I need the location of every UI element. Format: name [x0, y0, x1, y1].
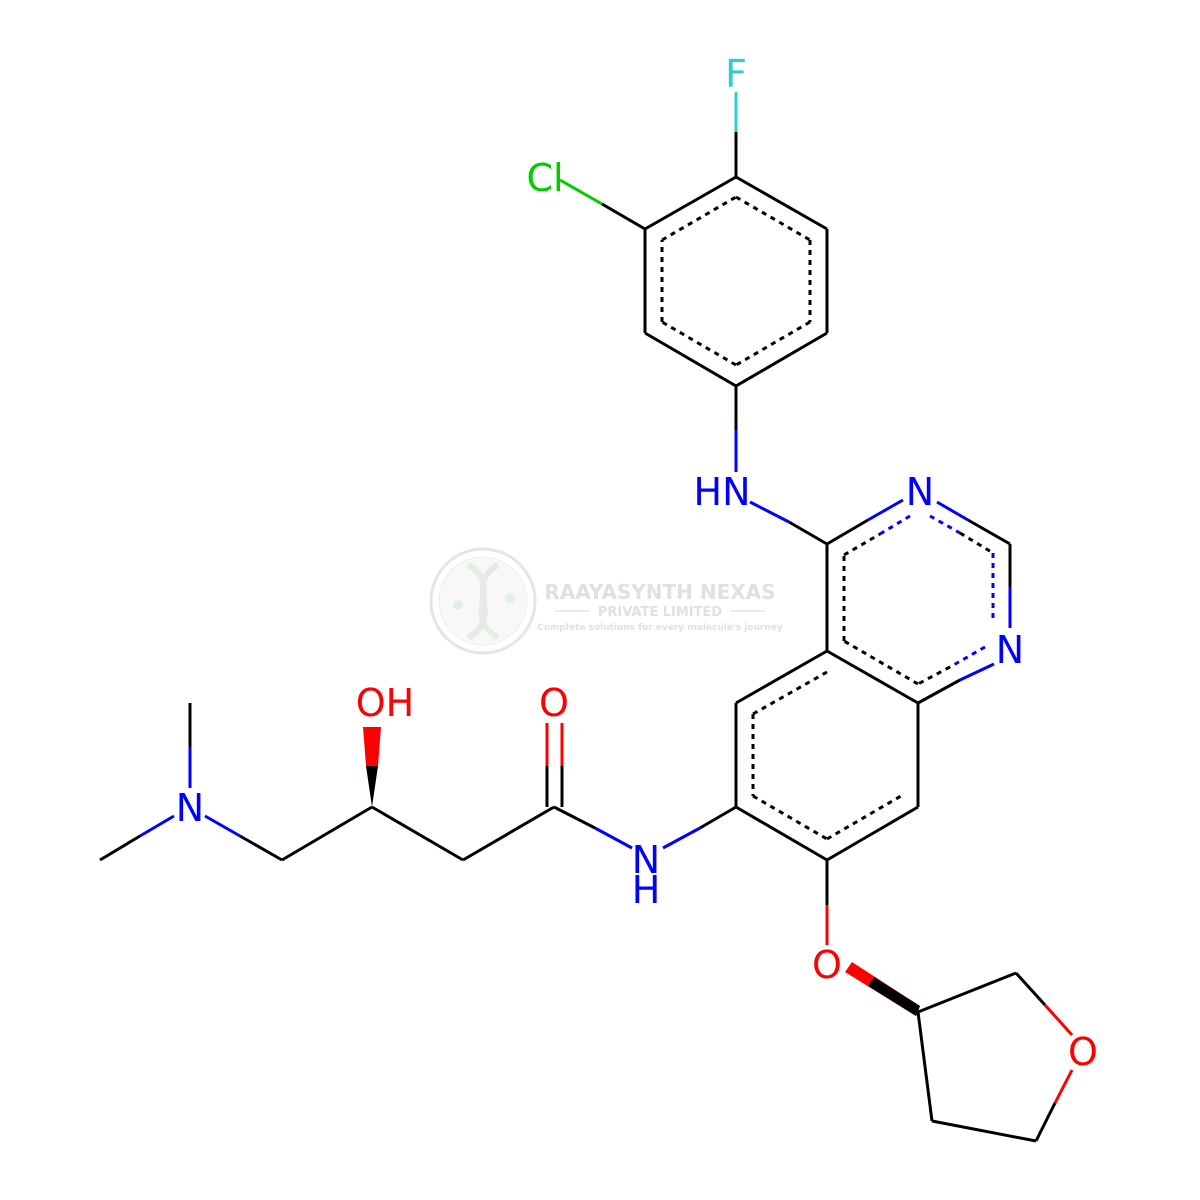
phenyl-substituent-bonds — [559, 92, 828, 546]
chlorofluorophenyl-ring — [643, 175, 829, 388]
atom-ether-oxygen: O — [812, 943, 842, 987]
side-chain — [99, 703, 737, 862]
watermark-company: RAAYASYNTH NEXAS — [544, 580, 775, 604]
atom-ring-nitrogen-1: N — [906, 470, 934, 514]
tetrahydrofuranyloxy-group — [825, 860, 1074, 1143]
atom-thf-oxygen: O — [1068, 1030, 1098, 1074]
atom-labels: F Cl HN N N OH O N N H O O — [176, 52, 1098, 1074]
atom-carbonyl-oxygen: O — [539, 681, 569, 725]
atom-anilino-nh: HN — [694, 470, 751, 514]
atom-chlorine: Cl — [526, 156, 563, 200]
atom-fluorine: F — [725, 52, 747, 96]
benzo-ring — [734, 649, 920, 862]
pyrimidine-ring — [825, 498, 1012, 705]
watermark-tagline: Complete solutions for every molecule's … — [537, 623, 783, 633]
atom-amide-hydrogen: H — [632, 868, 661, 912]
atom-hydroxyl: OH — [356, 681, 414, 725]
atom-dimethylamino-nitrogen: N — [176, 786, 204, 830]
watermark: RAAYASYNTH NEXAS PRIVATE LIMITED Complet… — [429, 547, 783, 655]
atom-amide-nitrogen: N — [632, 838, 660, 882]
watermark-subtitle: PRIVATE LIMITED — [598, 605, 723, 620]
dna-helix-logo-icon — [429, 547, 537, 655]
atom-ring-nitrogen-3: N — [996, 628, 1024, 672]
